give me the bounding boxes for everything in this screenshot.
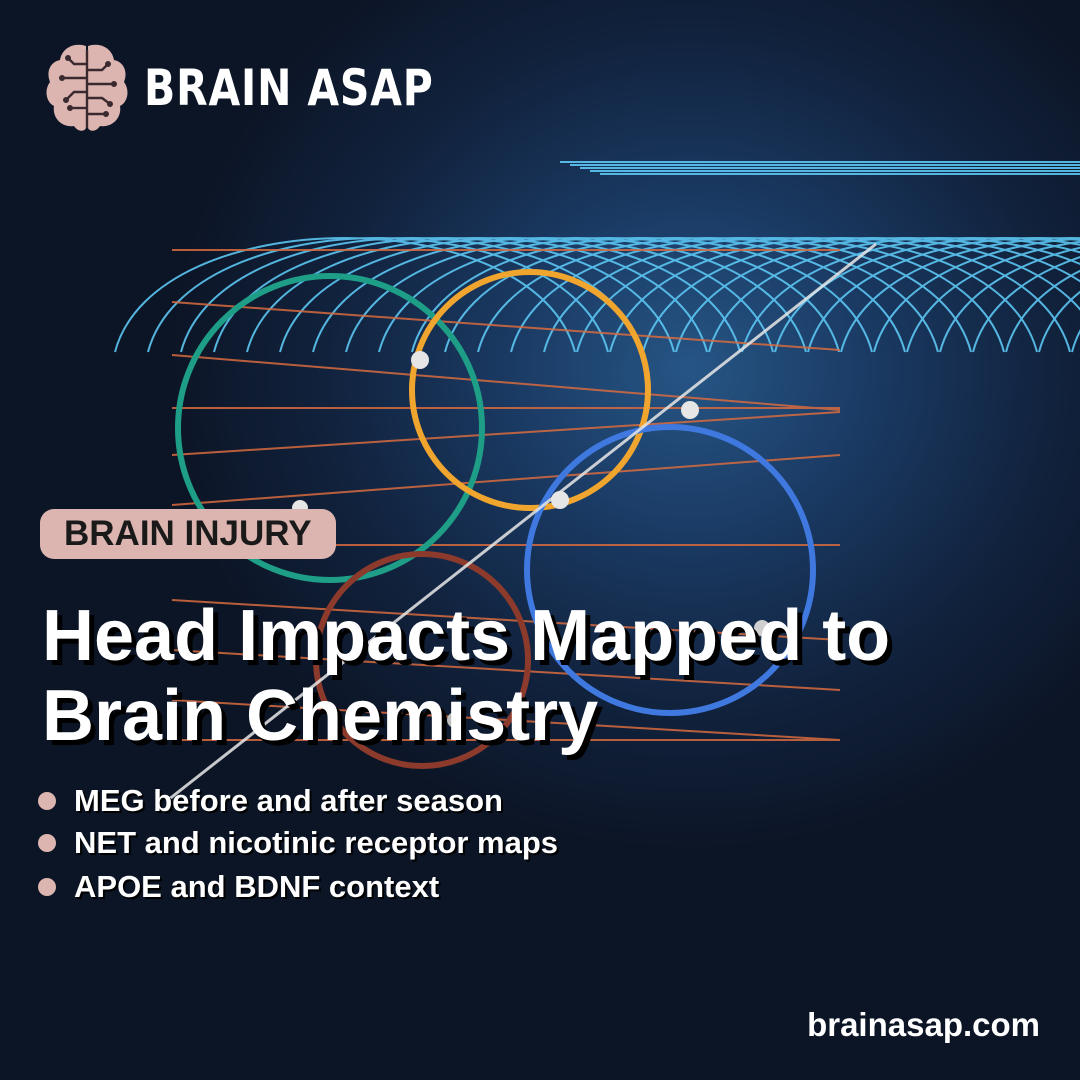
wave-arc [345,237,807,353]
wave-arc [708,237,1080,353]
diagonal-line [167,242,877,802]
bullet-list: MEG before and after season NET and nico… [38,781,938,909]
orange-line [171,411,841,456]
wave-arc [147,237,609,353]
blue-ring [524,424,816,716]
wave-arc [906,240,1080,353]
wave-arc [1038,290,1080,353]
wave-arc [510,237,972,353]
wave-arc [312,237,774,353]
bullet-dot-icon [38,878,56,896]
bullet-dot-icon [38,792,56,810]
node-dot [551,491,569,509]
bullet-item: NET and nicotinic receptor maps [38,823,938,863]
green-ring [175,273,485,583]
wave-arc [840,237,1080,353]
wave-arc [543,237,1005,353]
bullet-text: APOE and BDNF context [74,869,440,904]
wave-arc [609,237,1071,353]
wave-arc [378,237,840,353]
bullet-text: MEG before and after season [74,783,503,818]
website-url: brainasap.com [807,1006,1040,1043]
headline-line-2: Brain Chemistry [42,676,599,756]
bullet-item: MEG before and after season [38,781,938,821]
wave-arc [411,237,873,353]
node-dot [411,351,429,369]
wave-arc [972,256,1080,353]
yellow-ring [409,269,651,511]
headline: Head Impacts Mapped to Brain Chemistry [42,596,1042,756]
wave-arc [1005,269,1080,353]
wave-arc [114,237,576,353]
bullet-item: APOE and BDNF context [38,867,938,907]
orange-lines [171,249,841,741]
wave-arc [444,237,906,353]
brain-circuit-icon [46,44,128,131]
brand-header: BRAIN ASAP [44,40,497,136]
orange-line [171,354,841,411]
orange-line [171,599,841,641]
wave-arc [873,237,1080,353]
orange-line [171,301,841,351]
brand-name: BRAIN ASAP [144,59,434,117]
headline-line-1: Head Impacts Mapped to [42,596,891,676]
node-dot [681,401,699,419]
wave-arc [576,237,1038,353]
wave-arc [807,237,1080,353]
node-dot [447,712,463,728]
bullet-text: NET and nicotinic receptor maps [74,825,559,860]
node-dot [754,620,770,636]
category-tag: BRAIN INJURY [40,509,336,559]
wave-arc [741,237,1080,353]
wave-arcs [114,161,1080,353]
wave-arc [477,237,939,353]
wave-arc [279,237,741,353]
wave-arc [642,237,1080,353]
orange-line [171,649,841,691]
bullet-dot-icon [38,834,56,852]
rust-ring [313,551,531,769]
wave-arc [939,246,1080,353]
wave-arc [675,237,1080,353]
orange-line [171,454,841,506]
wave-arc [246,237,708,353]
